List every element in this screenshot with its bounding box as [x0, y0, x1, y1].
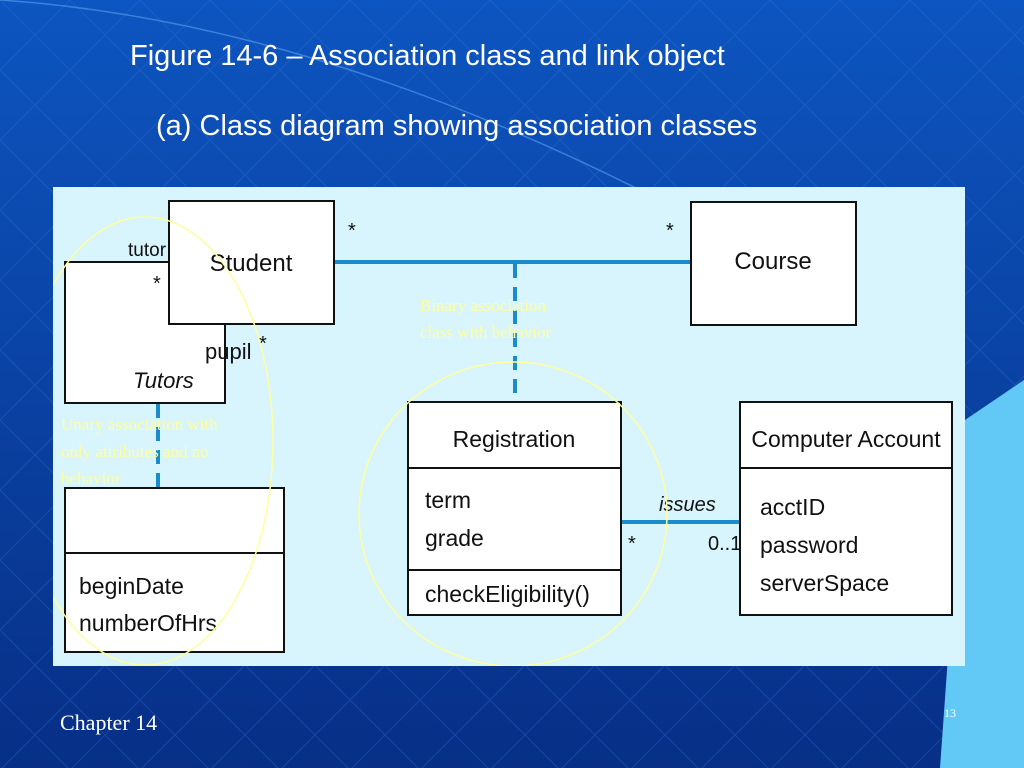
student-name: Student [210, 250, 293, 277]
registration-op-1: checkEligibility() [425, 581, 590, 607]
chapter-label: Chapter 14 [60, 710, 158, 735]
unary-highlight-ellipse [53, 216, 274, 666]
uml-diagram: Tutors Student Course beginDate numberOf… [53, 187, 965, 666]
slide-title: Figure 14-6 – Association class and link… [130, 40, 725, 72]
computer-account-name: Computer Account [751, 426, 941, 452]
class-student: Student [168, 200, 335, 325]
issues-multiplicity-account: 0..1 [708, 533, 741, 555]
unary-note-line-2: only attributes and no [61, 442, 209, 461]
computer-account-attr-3: serverSpace [760, 570, 889, 596]
link-attr-2: numberOfHrs [79, 610, 217, 636]
binary-note-line-1: Binary association [420, 296, 547, 315]
computer-account-attr-2: password [760, 532, 858, 558]
student-left-multiplicity: * [153, 273, 161, 295]
pupil-multiplicity: * [259, 333, 267, 355]
computer-account-attr-1: acctID [760, 494, 825, 520]
class-link-object: beginDate numberOfHrs [64, 487, 285, 653]
unary-note-line-3: behavior [61, 469, 121, 488]
registration-name: Registration [453, 426, 576, 452]
registration-attr-2: grade [425, 525, 484, 551]
binary-highlight-ellipse [358, 361, 668, 666]
course-name: Course [734, 248, 811, 275]
class-registration: Registration term grade checkEligibility… [407, 401, 622, 616]
class-course: Course [690, 201, 857, 326]
student-course-multiplicity-student: * [348, 220, 356, 242]
issues-multiplicity-registration: * [628, 533, 636, 555]
link-attr-1: beginDate [79, 573, 184, 599]
issues-association-label: issues [659, 494, 716, 516]
tutors-label: Tutors [133, 368, 194, 393]
unary-note-line-1: Unary association with [61, 415, 218, 434]
class-computer-account: Computer Account acctID password serverS… [739, 401, 953, 616]
page-number: 13 [944, 706, 956, 720]
student-course-multiplicity-course: * [666, 220, 674, 242]
registration-attr-1: term [425, 487, 471, 513]
slide-subtitle: (a) Class diagram showing association cl… [156, 110, 758, 142]
binary-note-line-2: class with behavior [420, 323, 552, 342]
pupil-role-label: pupil [205, 339, 251, 364]
tutor-role-label: tutor [128, 240, 167, 261]
